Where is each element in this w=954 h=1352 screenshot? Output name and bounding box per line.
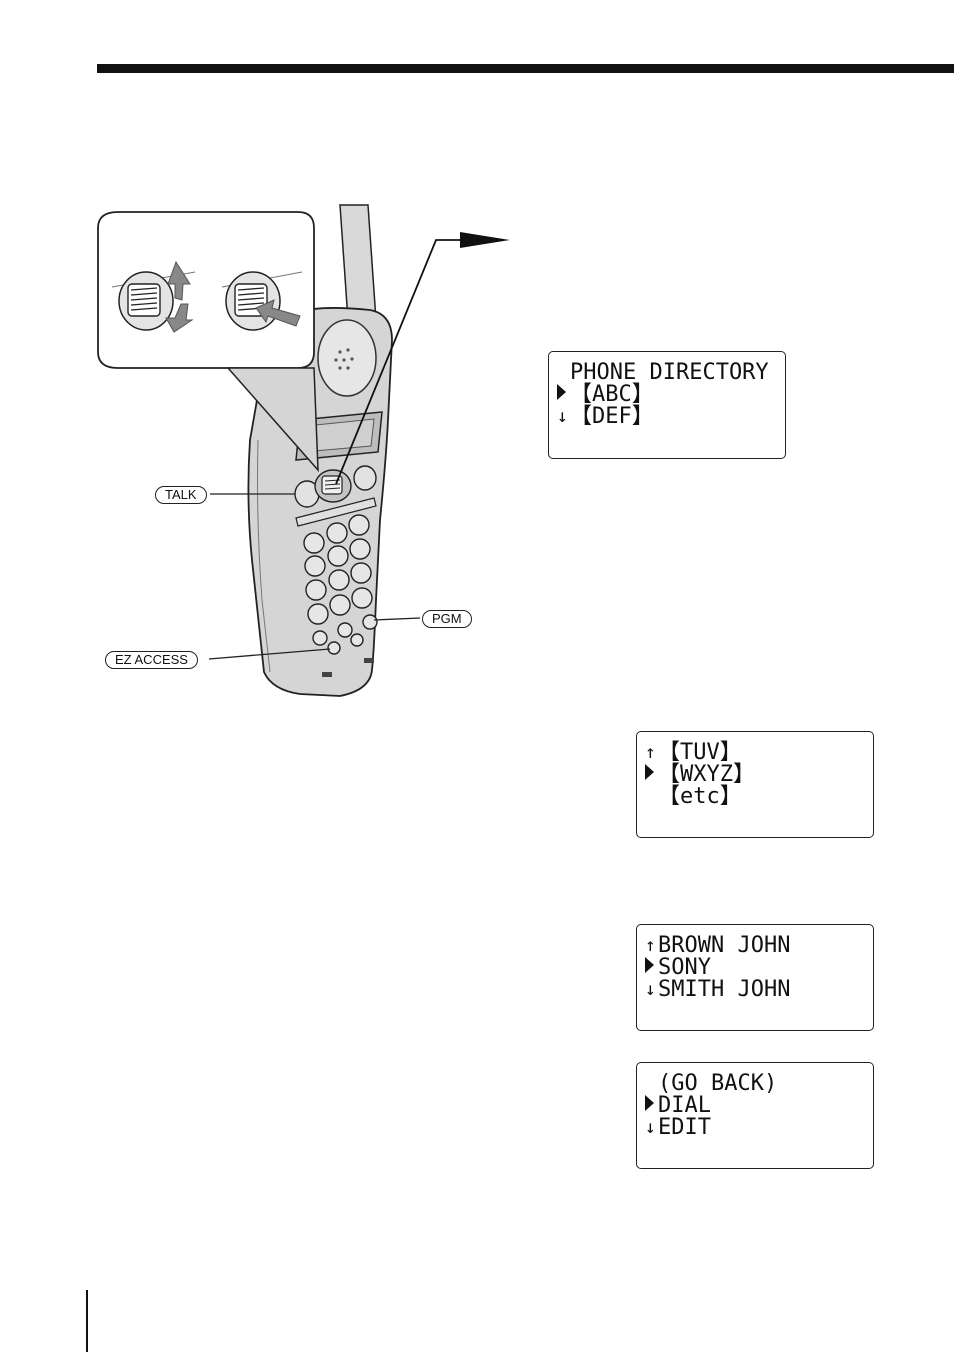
down-arrow-icon: ↓ (557, 406, 568, 427)
lcd-line: ↑【TUV】 (645, 742, 865, 764)
lcd-line: ↓【DEF】 (557, 406, 777, 428)
pointer-icon (645, 957, 658, 979)
lcd-line: ↑BROWN JOHN (645, 935, 865, 957)
lcd-line: 【ABC】 (557, 384, 777, 406)
lcd-line: 【WXYZ】 (645, 764, 865, 786)
lcd-text: 【TUV】 (658, 740, 742, 765)
lcd-text: SMITH JOHN (658, 977, 791, 1002)
down-arrow-icon: ↓ (645, 1117, 656, 1138)
lcd-line: 【etc】 (645, 786, 865, 808)
top-rule (97, 64, 954, 73)
page-margin-rule (86, 1290, 88, 1352)
lcd-line: DIAL (645, 1095, 865, 1117)
lcd-display-letter-groups: ↑【TUV】 【WXYZ】 【etc】 (636, 731, 874, 838)
lcd-display-names: ↑BROWN JOHN SONY ↓SMITH JOHN (636, 924, 874, 1031)
handset-illustration (97, 204, 510, 697)
up-arrow-icon: ↑ (645, 935, 656, 956)
lcd-text: DIAL (658, 1093, 711, 1118)
lcd-display-phone-directory: PHONE DIRECTORY 【ABC】 ↓【DEF】 (548, 351, 786, 459)
talk-button-label: TALK (155, 486, 207, 504)
pointer-icon (645, 764, 658, 786)
lcd-line: ↓EDIT (645, 1117, 865, 1139)
pointer-icon (645, 1095, 658, 1117)
lcd-text: BROWN JOHN (658, 933, 791, 958)
lcd-text: 【ABC】 (570, 382, 654, 407)
lcd-display-actions: (GO BACK) DIAL ↓EDIT (636, 1062, 874, 1169)
down-arrow-icon: ↓ (645, 979, 656, 1000)
lcd-text: PHONE DIRECTORY (570, 360, 769, 385)
lcd-text: 【DEF】 (570, 404, 654, 429)
lcd-line: ↓SMITH JOHN (645, 979, 865, 1001)
pointer-icon (557, 384, 570, 406)
lcd-text: SONY (658, 955, 711, 980)
lcd-line: (GO BACK) (645, 1073, 865, 1095)
up-arrow-icon: ↑ (645, 742, 656, 763)
ez-access-button-label: EZ ACCESS (105, 651, 198, 669)
lcd-text: EDIT (658, 1115, 711, 1140)
lcd-line: SONY (645, 957, 865, 979)
lcd-text: 【WXYZ】 (658, 762, 755, 787)
lcd-text: 【etc】 (658, 784, 742, 809)
lcd-text: (GO BACK) (658, 1071, 778, 1096)
lcd-line: PHONE DIRECTORY (557, 362, 777, 384)
pgm-button-label: PGM (422, 610, 472, 628)
